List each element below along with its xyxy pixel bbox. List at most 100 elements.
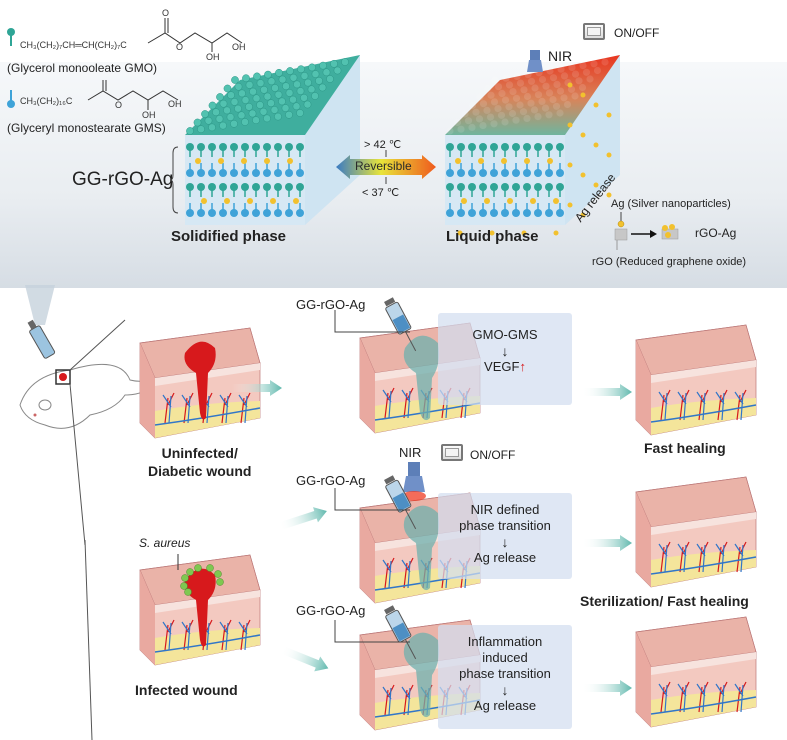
released-silver-nanoparticle: [567, 82, 573, 88]
blood-vessel: [715, 391, 725, 421]
blood-vessel: [715, 543, 725, 573]
svg-text:O: O: [176, 42, 183, 52]
treatment-2-line-1: NIR defined: [470, 502, 540, 517]
blood-vessel: [401, 559, 411, 589]
blood-vessel: [181, 394, 191, 424]
nir-on-off-switch-icon: [583, 23, 605, 40]
silver-nanoparticle: [264, 158, 270, 164]
treatment-2-result: Ag release: [473, 550, 537, 565]
released-silver-nanoparticle: [606, 112, 612, 118]
bacteria-icon: [194, 564, 202, 572]
treatment-3-line-3: phase transition: [459, 666, 551, 681]
infected-wound-skin-block: [139, 554, 261, 666]
lipid-lattice: [445, 55, 620, 236]
blood-vessel: [734, 683, 744, 713]
rgo-ag-legend-label: rGO-Ag: [695, 226, 737, 240]
treatment-3-line-1: Inflammation: [467, 634, 543, 649]
bacteria-icon: [180, 582, 188, 590]
svg-text:OH: OH: [168, 99, 182, 109]
down-arrow-icon: ↓: [501, 343, 509, 359]
ag-legend-label: Ag (Silver nanoparticles): [611, 198, 731, 210]
released-silver-nanoparticle: [606, 192, 612, 198]
uninfected-wound-skin-block: [139, 327, 261, 439]
silver-nanoparticle: [270, 198, 276, 204]
silver-nanoparticle: [530, 198, 536, 204]
blood-vessel: [677, 683, 687, 713]
liquid-phase-block: [445, 55, 620, 236]
reversible-transition-arrow: [336, 150, 436, 184]
blood-vessel: [658, 683, 668, 713]
svg-text:OH: OH: [142, 110, 156, 120]
silver-nanoparticle: [553, 198, 559, 204]
flow-arrow-to-outcome-2: [582, 535, 632, 551]
bacteria-icon: [181, 574, 189, 582]
svg-text:OH: OH: [206, 52, 220, 62]
released-silver-nanoparticle: [489, 230, 495, 236]
blood-vessel: [677, 543, 687, 573]
mouse-illustration: [19, 285, 166, 546]
svg-text:CH₃(CH₂)₁₆C: CH₃(CH₂)₁₆C: [20, 96, 73, 106]
upper-temperature-label: > 42 ℃: [364, 139, 402, 151]
treatment-2-mechanism-callout: NIR defined phase transition ↓ Ag releas…: [438, 493, 572, 579]
treatment-2-nir-label: NIR: [399, 445, 422, 460]
hydrogel-depot: [403, 505, 440, 591]
outcome-1-skin-block: [635, 324, 757, 436]
wound-icon: [184, 341, 216, 420]
blood-vessel: [382, 559, 392, 589]
silver-nanoparticle: [247, 198, 253, 204]
infected-wound-label: Infected wound: [135, 682, 238, 698]
vegf-increase-arrow-icon: ↑: [519, 359, 526, 374]
silver-nanoparticle: [241, 158, 247, 164]
gmo-structure-diagram: CH₃(CH₂)₇CH═CH(CH₂)₇C O O OH OH: [20, 8, 246, 62]
outcome-2-skin-block: [635, 476, 757, 588]
silver-nanoparticle: [484, 198, 490, 204]
blood-vessel: [238, 394, 248, 424]
treatment-3-injection-label: GG-rGO-Ag: [296, 603, 366, 618]
svg-text:O: O: [162, 8, 169, 18]
down-arrow-icon: ↓: [501, 682, 509, 698]
released-silver-nanoparticle: [521, 230, 527, 236]
treatment-2-injection-label: GG-rGO-Ag: [296, 473, 366, 488]
nir-emitter-icon: [527, 50, 543, 72]
released-silver-nanoparticle: [580, 92, 586, 98]
blood-vessel: [696, 543, 706, 573]
treatment-1-injection-leader: [334, 310, 410, 333]
silver-nanoparticle: [224, 198, 230, 204]
treatment-2-line-2: phase transition: [459, 518, 551, 533]
blood-vessel: [401, 686, 411, 716]
outcome-3-skin-block: [635, 616, 757, 728]
uninfected-wound-label-line2: Diabetic wound: [148, 463, 252, 479]
blood-vessel: [219, 394, 229, 424]
pathogen-label: S. aureus: [139, 536, 191, 550]
blood-vessel: [219, 621, 229, 651]
blood-vessel: [696, 391, 706, 421]
bacteria-icon: [184, 588, 192, 596]
blood-vessel: [734, 543, 744, 573]
silver-nanoparticle: [461, 198, 467, 204]
outcome-2-label: Sterilization/ Fast healing: [580, 593, 749, 609]
bacteria-icon: [206, 564, 214, 572]
composite-bracket: [169, 146, 179, 214]
liquid-phase-label: Liquid phase: [446, 228, 539, 245]
silver-nanoparticle: [287, 158, 293, 164]
treatment-2-injection-leader: [334, 488, 410, 511]
uninfected-wound-label: Uninfected/ Diabetic wound: [148, 444, 251, 480]
treatment-1-mechanism-callout: GMO-GMS ↓ VEGF↑: [438, 313, 572, 405]
svg-text:O: O: [115, 100, 122, 110]
blood-vessel: [696, 683, 706, 713]
released-silver-nanoparticle: [606, 152, 612, 158]
silver-nanoparticle: [547, 158, 553, 164]
silver-nanoparticle: [293, 198, 299, 204]
released-silver-nanoparticle: [580, 172, 586, 178]
wound-icon: [184, 568, 216, 647]
blood-vessel: [401, 389, 411, 419]
blood-vessel: [382, 389, 392, 419]
flow-arrow-to-outcome-1: [582, 384, 632, 400]
solidified-phase-label: Solidified phase: [171, 228, 287, 245]
mouse-to-infected-line: [84, 539, 93, 740]
gms-structure-diagram: CH₃(CH₂)₁₆C O OH OH: [20, 80, 182, 120]
released-silver-nanoparticle: [567, 122, 573, 128]
released-silver-nanoparticle: [567, 202, 573, 208]
solidified-phase-block: [185, 55, 360, 225]
composite-label: GG-rGO-Ag: [72, 169, 174, 190]
